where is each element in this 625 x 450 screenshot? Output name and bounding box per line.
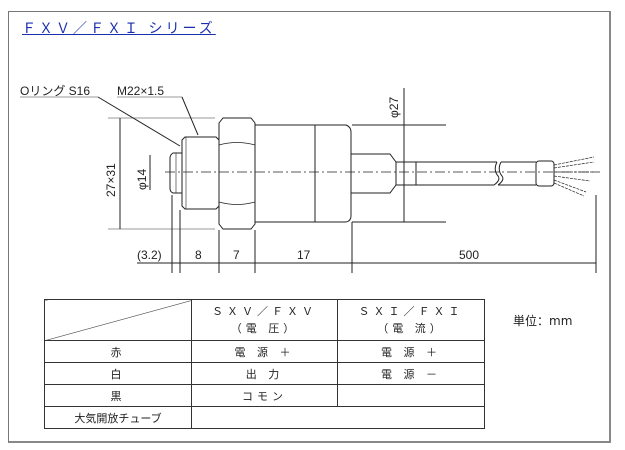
- cable-gland: [351, 153, 417, 194]
- diagonal-header-cell: [44, 299, 192, 341]
- wire-color: 白: [44, 362, 192, 385]
- hex-dim-label: 27×31: [104, 163, 118, 197]
- tube-function: [191, 406, 485, 429]
- header-current: ＳＸＩ／ＦＸＩ（電 流）: [337, 299, 485, 341]
- sensor-drawing: 27×31 φ14 φ27 Oリング S16 M22×1.5 (3.2) 8 7…: [20, 84, 600, 273]
- sensor-nose: [169, 152, 183, 194]
- table-row: 白 出 力 電 源 －: [44, 362, 485, 385]
- voltage-function: 電 源 ＋: [191, 340, 338, 363]
- hex-nut: [218, 117, 256, 230]
- wire-color: 黒: [44, 384, 192, 407]
- extension-lines: [171, 195, 597, 273]
- voltage-function: 出 力: [191, 362, 338, 385]
- dim-17: 17: [297, 248, 311, 262]
- wire-color: 赤: [44, 340, 192, 363]
- dim-7: 7: [233, 248, 240, 262]
- unit-label: 単位：mm: [513, 314, 573, 328]
- nose-dia-label: φ14: [135, 169, 149, 190]
- voltage-function: コモン: [191, 384, 338, 407]
- header-voltage: ＳＸＶ／ＦＸＶ（電 圧）: [191, 299, 338, 341]
- current-function: 電 源 －: [337, 362, 485, 385]
- oring-label: Oリング S16: [20, 84, 90, 98]
- current-function: [337, 384, 485, 407]
- sensor-body: [255, 124, 352, 223]
- dim-500: 500: [459, 248, 479, 262]
- body-dia-label: φ27: [387, 97, 401, 118]
- drawing-frame: [8, 11, 611, 443]
- table-row: 大気開放チューブ: [44, 406, 485, 429]
- series-title: ＦＸＶ／ＦＸＩ シリーズ: [22, 21, 216, 37]
- table-row: 赤 電 源 ＋ 電 源 ＋: [44, 340, 485, 363]
- dim-3-2: (3.2): [137, 248, 162, 262]
- table-row: 黒 コモン: [44, 384, 485, 407]
- thread-label: M22×1.5: [117, 84, 164, 98]
- wiring-table: ＳＸＶ／ＦＸＶ（電 圧） ＳＸＩ／ＦＸＩ（電 流） 赤 電 源 ＋ 電 源 ＋ …: [44, 299, 485, 429]
- thread-section: [181, 136, 220, 210]
- dim-8: 8: [195, 248, 202, 262]
- cable: [416, 161, 536, 186]
- wire-color: 大気開放チューブ: [44, 406, 192, 429]
- table-header-row: ＳＸＶ／ＦＸＶ（電 圧） ＳＸＩ／ＦＸＩ（電 流）: [44, 299, 485, 341]
- wire-ends: [553, 156, 598, 197]
- current-function: 電 源 ＋: [337, 340, 485, 363]
- cable-ferrule: [535, 160, 555, 187]
